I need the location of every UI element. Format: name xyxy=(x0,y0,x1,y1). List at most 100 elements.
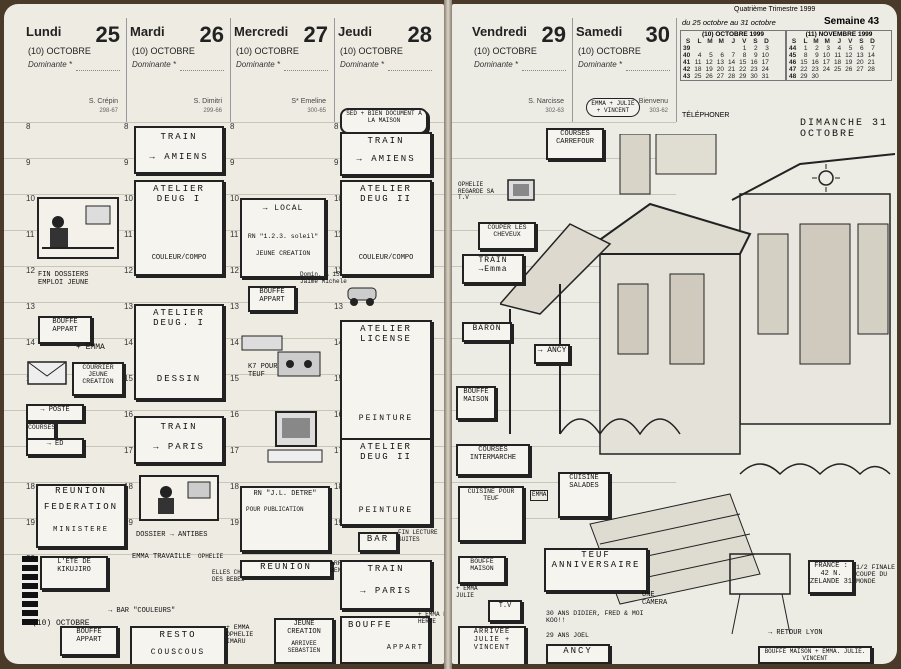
note-text: DESSIN xyxy=(156,374,202,384)
note-jeune-creation-2: JEUNE CREATION ARRIVEE SEBASTIEN xyxy=(274,618,334,664)
saint-name: S. Crépin xyxy=(88,98,118,105)
dominante-label: Dominante * xyxy=(236,60,281,69)
day-cell: 3 xyxy=(826,45,830,52)
note-bar-couleurs: → BAR "COULEURS" xyxy=(108,607,176,615)
desk-computer-sketch xyxy=(36,196,120,268)
weekday-head: D xyxy=(764,38,769,45)
hour-row xyxy=(452,122,676,159)
note-text: REUNION xyxy=(55,486,107,496)
note-text: TRAIN xyxy=(160,422,198,432)
dominante-label: Dominante * xyxy=(474,60,519,69)
hour-label: 18 xyxy=(334,482,343,491)
weekday-head: J xyxy=(731,38,736,45)
hour-label: 19 xyxy=(26,518,35,527)
note-text: JEUNE CREATION xyxy=(287,620,321,636)
hour-label: 10 xyxy=(26,194,35,203)
day-number: 28 xyxy=(407,22,432,47)
day-cell: 23 xyxy=(811,66,819,73)
day-name: Mardi xyxy=(130,24,165,39)
saint-name: S* Emeline xyxy=(291,98,326,105)
weekday-head: M xyxy=(718,38,724,45)
day-cell: 11 xyxy=(834,52,842,59)
weekday-head: S xyxy=(791,38,797,45)
note-text: TRAIN xyxy=(367,136,405,146)
note-30-ans: 30 ANS DIDIER, FRED & MOI KOO!! xyxy=(546,610,644,625)
hour-label: 19 xyxy=(124,518,133,527)
note-text: L'ETE DE KIKUJIRO xyxy=(57,558,91,574)
day-cell: 22 xyxy=(800,66,808,73)
saint-number: 302-63 xyxy=(545,108,564,114)
note-courrier: COURRIER JEUNE CREATION xyxy=(72,362,124,396)
weekday-head: D xyxy=(870,38,875,45)
week-number-cell: 43 xyxy=(683,73,691,80)
weekday-head: V xyxy=(848,38,853,45)
note-bar: BAR xyxy=(358,532,398,552)
hour-label: 12 xyxy=(230,266,239,275)
note-bouffe-appart-lundi-2: BOUFFE APPART xyxy=(60,626,118,656)
note-poste: → POSTE xyxy=(26,404,84,422)
note-text: BOUFFE APPART xyxy=(259,288,285,304)
day-cell: 11 xyxy=(694,59,702,66)
hour-label: 18 xyxy=(124,482,133,491)
hour-label: 18 xyxy=(26,482,35,491)
note-text: T.V xyxy=(498,602,512,610)
hour-row xyxy=(452,410,676,447)
weekday-head: S xyxy=(753,38,758,45)
day-cell: 12 xyxy=(845,52,853,59)
note-text: CUISINE SALADES xyxy=(569,474,599,490)
note-emma-ophelie: + EMMA OPHELIE IMARU xyxy=(226,624,254,646)
day-number: 25 xyxy=(95,22,120,47)
day-cell: 7 xyxy=(871,45,875,52)
day-cell: 5 xyxy=(848,45,853,52)
saint-name: S. Narcisse xyxy=(528,98,564,105)
note-text: DEUG. I xyxy=(153,318,205,328)
hour-row xyxy=(4,446,444,483)
note-ed: → ED xyxy=(26,438,84,456)
note-text: RN "1.2.3. soleil" xyxy=(247,233,319,240)
hour-label: 13 xyxy=(230,302,239,311)
hour-label: 15 xyxy=(230,374,239,383)
day-cell: 22 xyxy=(739,66,747,73)
day-cell: 12 xyxy=(705,59,713,66)
saint-number: 299-66 xyxy=(203,108,222,114)
day-cell xyxy=(866,73,877,80)
weekday-head: M xyxy=(824,38,830,45)
day-column-vendredi: Vendredi 29 (10) OCTOBRE Dominante * S. … xyxy=(468,18,573,122)
note-fin-dossiers: FIN DOSSIERS EMPLOI JEUNE xyxy=(38,271,122,287)
dominante-line xyxy=(388,70,432,71)
note-text: → AMIENS xyxy=(149,152,209,162)
day-cell: 13 xyxy=(716,59,724,66)
hour-label: 14 xyxy=(26,338,35,347)
day-cell: 17 xyxy=(822,59,830,66)
note-emma-julie-2: + EMMA JULIE xyxy=(456,585,478,599)
hour-label: 16 xyxy=(124,410,133,419)
day-cell: 29 xyxy=(800,73,808,80)
day-cell: 30 xyxy=(750,73,758,80)
hour-label: 9 xyxy=(124,158,129,167)
note-k7-pour-teuf: K7 POUR TEUF xyxy=(248,363,278,379)
weekday-head: J xyxy=(837,38,842,45)
note-text: ANCY xyxy=(563,646,593,656)
hour-label: 17 xyxy=(230,446,239,455)
note-text: APPART xyxy=(386,644,424,652)
day-cell: 7 xyxy=(731,52,736,59)
day-name: Vendredi xyxy=(472,24,527,39)
note-text: → LOCAL xyxy=(262,204,304,213)
note-text: → POSTE xyxy=(40,406,70,414)
day-cell: 16 xyxy=(811,59,819,66)
day-cell: 19 xyxy=(705,66,713,73)
day-cell: 9 xyxy=(754,52,758,59)
note-text: TEUF ANNIVERSAIRE xyxy=(551,550,641,570)
day-cell: 31 xyxy=(761,73,769,80)
saint-number: 300-65 xyxy=(307,108,326,114)
quarter-label: Quatrième Trimestre 1999 xyxy=(734,6,816,13)
note-france-nz: FRANCE : 42 N. ZELANDE 31 xyxy=(808,560,854,594)
hour-row xyxy=(452,518,676,555)
note-text: ATELIER xyxy=(153,308,205,318)
note-text: SED + BIEN DOCUMENT À LA MAISON xyxy=(346,110,422,124)
